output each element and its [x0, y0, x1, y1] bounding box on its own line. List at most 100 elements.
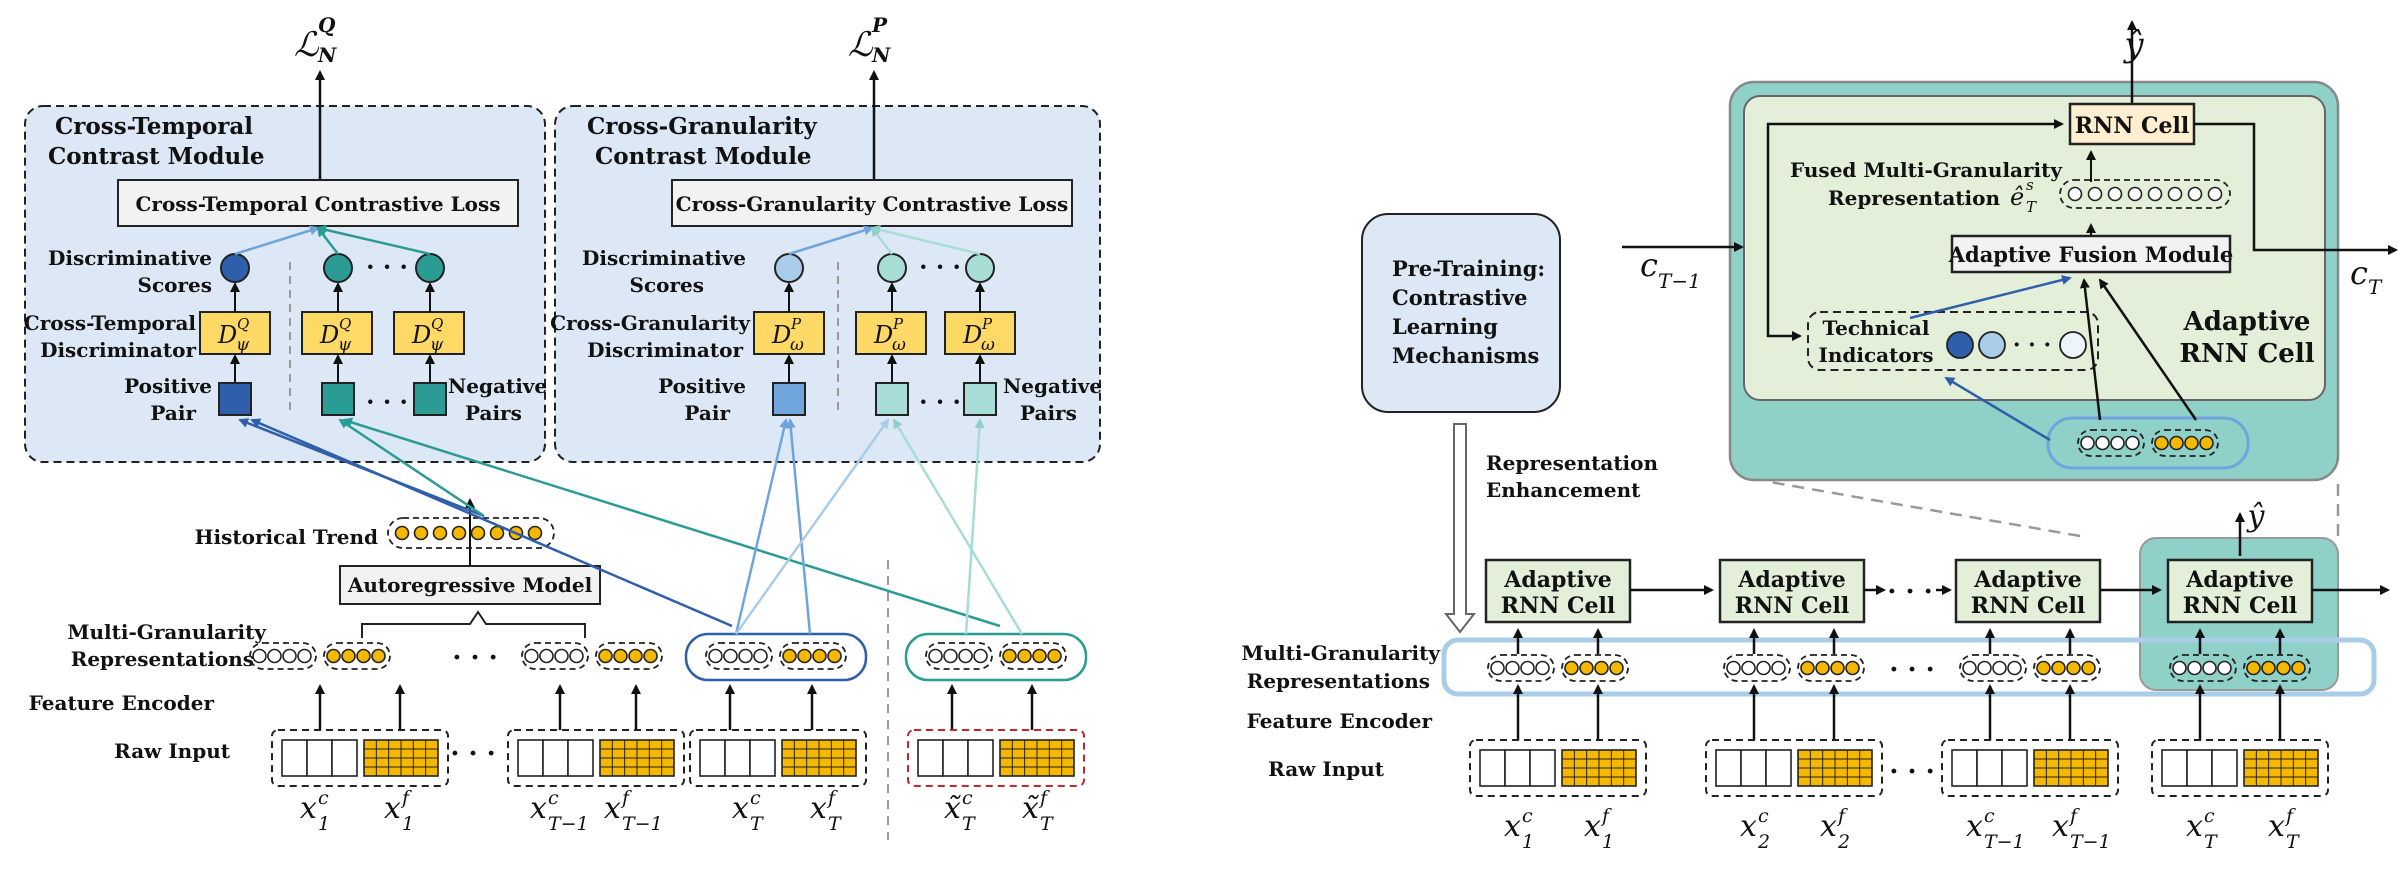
rep-enh-arrow [1443, 423, 1477, 634]
ct-pos-2: Pair [150, 401, 196, 425]
chain-rep-1-coarse-circle [1771, 660, 1786, 676]
ct-disc-pos-sup: Q [237, 315, 249, 333]
tech-indicator-pale [2059, 331, 2087, 359]
ct-negative-pair [321, 382, 355, 416]
ct-pos-1: Positive [124, 374, 212, 398]
chain-raw-3-coarse-cell [2161, 749, 2188, 787]
ct-neg-1: Negative [448, 374, 547, 398]
c-prev-main: c [1640, 246, 1658, 284]
ct-disc-2: Discriminator [40, 338, 196, 362]
chain-rep-2-coarse-circle [1977, 660, 1992, 676]
left-x-label-6-sub: T [962, 813, 976, 835]
right-x-label-3-sup: f [1836, 805, 1848, 827]
ctm-title-line2: Contrast Module [48, 143, 265, 170]
chain-rep-3-coarse-circle [2202, 660, 2217, 676]
chain-cell-ellipsis: · · · [1887, 577, 1932, 607]
cg-disc-neg1-main: D [873, 321, 893, 349]
chain-raw-1-coarse-cell [1715, 749, 1742, 787]
ct-disc-neg1-sub: ψ [338, 335, 352, 355]
right-feat-enc: Feature Encoder [1247, 709, 1433, 733]
raw-tm1-coarse-cell [567, 739, 594, 777]
hist-trend-circle [432, 525, 448, 541]
rep-t-coarse-circle [708, 648, 723, 664]
fused-label-1: Fused Multi-Granularity [1790, 158, 2063, 182]
rep-1-coarse-pill [249, 642, 317, 670]
ct-loss-text: Cross-Temporal Contrastive Loss [135, 192, 500, 216]
left-mgr-1: Multi-Granularity [67, 620, 267, 644]
rep-tilde-fine-circle [1047, 648, 1062, 664]
chain-rep-2-coarse-pill [1959, 654, 2027, 682]
arrow-ct-score-loss [234, 225, 320, 256]
right-x-label-2-main: x [1740, 809, 1757, 844]
rep-enh-1: Representation [1486, 451, 1658, 475]
chain-rep-ellipsis: · · · [1889, 655, 1934, 685]
cg-disc-neg1-sup: P [892, 315, 904, 333]
rep-t-coarse-circle [753, 648, 768, 664]
left-raw-input: Raw Input [114, 739, 231, 763]
cg-disc-neg2-main: D [962, 321, 982, 349]
rep-t-fine-circle [797, 648, 812, 664]
rep-1-coarse-circle [252, 648, 267, 664]
chain-rep-1-coarse-circle [1756, 660, 1771, 676]
arrow-ct-score-loss [316, 224, 431, 256]
right-x-label-1-sup: f [1600, 805, 1612, 827]
right-x-label-1-sub: 1 [1602, 831, 1614, 853]
cg-loss-text: Cross-Granularity Contrastive Loss [676, 192, 1069, 216]
adaptive-rnn-cell-label1-3: Adaptive [2185, 567, 2293, 593]
left-feat-enc: Feature Encoder [29, 691, 215, 715]
loss-p-label: ℒ P N [848, 13, 891, 67]
left-x-label-1-main: x [384, 791, 401, 826]
left-x-label-1-sub: 1 [402, 813, 414, 835]
right-x-label-4-sup: c [1984, 805, 1995, 827]
chain-rep-2-fine-circle [2051, 660, 2066, 676]
chain-rep-2-coarse-circle [1962, 660, 1977, 676]
cg-disc-neg1-sub: ω [892, 335, 906, 355]
rep-t-highlight [684, 632, 868, 682]
ct-disc-neg2-sub: ψ [430, 335, 444, 355]
fused-rep-circle [2107, 186, 2123, 202]
right-x-label-6-sup: c [2204, 805, 2215, 827]
left-x-label-2-sub: T−1 [548, 813, 589, 835]
left-x-label-4-sup: c [750, 787, 761, 809]
rep-tilde-fine-pill [999, 642, 1067, 670]
pretrain-4: Mechanisms [1392, 343, 1539, 368]
expanded-rep-fine-circle [2154, 435, 2169, 451]
arrow-rep-to-fusion [2079, 278, 2102, 421]
rep-t-fine-circle [782, 648, 797, 664]
rep-t-coarse-circle [723, 648, 738, 664]
fused-rep-circle [2067, 186, 2083, 202]
chain-raw-1-coarse-cell [1740, 749, 1767, 787]
arrow-rep-to-fusion [2098, 278, 2198, 421]
raw-1-coarse-cell [306, 739, 333, 777]
ct-disc-pos-main: D [217, 321, 237, 349]
right-x-label-7-sub: T [2286, 831, 2300, 853]
left-raw-ellipsis: · · · [450, 739, 495, 769]
right-x-label-0-main: x [1504, 809, 1521, 844]
chain-rep-0-fine-pill [1561, 654, 1629, 682]
adaptive-rnn-cell-0 [1484, 558, 1632, 624]
right-x-label-1-main: x [1584, 809, 1601, 844]
cgm-title-line1: Cross-Granularity [587, 113, 817, 140]
chain-rep-1-coarse-pill [1723, 654, 1791, 682]
cg-negative-pair [963, 382, 997, 416]
expanded-rep-coarse-circle [2125, 435, 2140, 451]
expanded-rep-fine-circle [2184, 435, 2199, 451]
rep-tm1-fine-pill [595, 642, 663, 670]
chain-rep-0-coarse-circle [1535, 660, 1550, 676]
chain-rep-1-fine-circle [1830, 660, 1845, 676]
tech-indicator-dark [1946, 331, 1974, 359]
fused-rep-pill [2059, 179, 2231, 209]
rep-tm1-fine-circle [628, 648, 643, 664]
chain-rep-0-fine-circle [1579, 660, 1594, 676]
cg-negative-score [877, 253, 907, 283]
left-x-label-5-sub: T [828, 813, 842, 835]
raw-tm1-coarse-cell [517, 739, 544, 777]
left-x-label-3-main: x [604, 791, 621, 826]
left-x-label-6-main: x̃ [944, 791, 962, 826]
cg-disc-neg2-sup: P [981, 315, 993, 333]
rnn-cell-text: RNN Cell [2075, 113, 2189, 139]
ar-model-box [339, 565, 601, 605]
tech-label-1: Technical [1823, 316, 1930, 340]
rep-1-fine-circle [371, 648, 386, 664]
